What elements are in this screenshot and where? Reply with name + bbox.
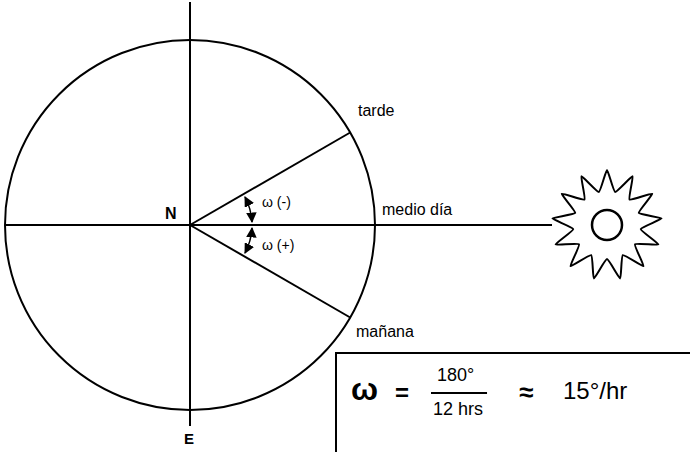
denominator: 12 hrs <box>433 400 483 420</box>
omega-symbol: ω <box>351 372 378 407</box>
angle-arc <box>245 228 252 253</box>
afternoon-line <box>190 133 350 226</box>
formula-box: ω = 180° 12 hrs ≈15°/hr <box>335 352 690 452</box>
sun-symbol <box>552 170 661 278</box>
angle-label: ω (+) <box>262 238 294 253</box>
fraction-bar <box>431 392 487 394</box>
fraction-layer <box>337 354 690 452</box>
morning-line <box>190 225 350 318</box>
time-label: tarde <box>358 102 394 120</box>
approx-sign: ≈ <box>519 378 533 407</box>
meridian-line <box>189 2 191 426</box>
noon-line <box>5 224 552 226</box>
time-label: mañana <box>356 323 414 341</box>
direction-label: N <box>165 205 177 223</box>
angle-label: ω (-) <box>262 195 291 210</box>
sun-disc <box>592 210 622 240</box>
result-value: 15°/hr <box>563 378 627 404</box>
angle-arc <box>245 197 252 222</box>
equals-sign: = <box>395 380 409 406</box>
sun-rays <box>552 170 661 278</box>
numerator: 180° <box>437 366 474 386</box>
time-label: medio día <box>382 201 452 219</box>
direction-label: E <box>184 431 194 448</box>
